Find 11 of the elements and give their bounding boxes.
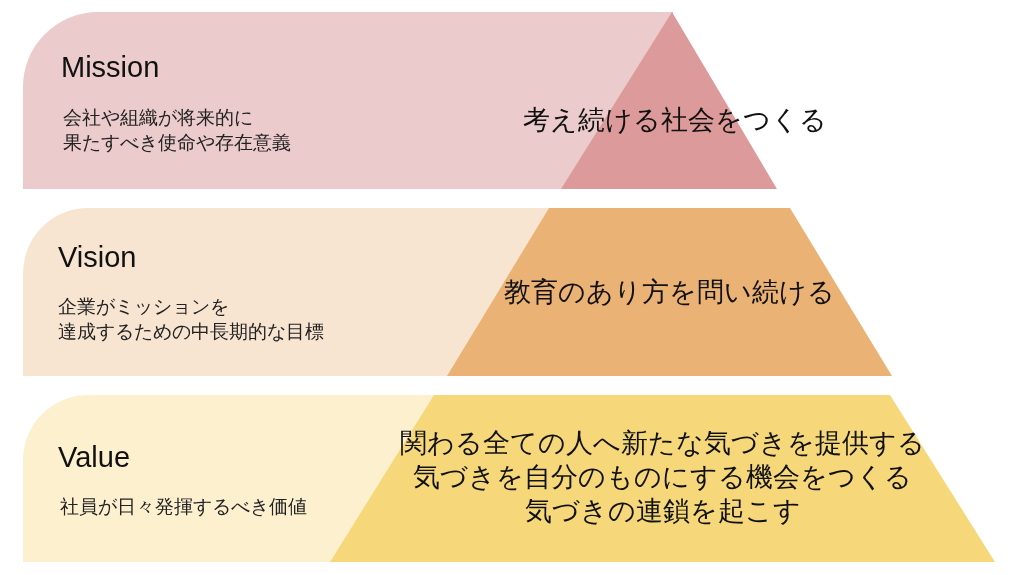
tier-statement: 考え続ける社会をつくる bbox=[523, 104, 827, 137]
tier-description: 社員が日々発揮するべき価値 bbox=[60, 495, 307, 519]
tier-statement: 気づきを自分のものにする機会をつくる bbox=[413, 461, 912, 494]
tier-statement: 教育のあり方を問い続ける bbox=[504, 276, 835, 309]
tier-heading: Mission bbox=[61, 53, 160, 82]
tier-description: 企業がミッションを達成するための中長期的な目標 bbox=[58, 295, 324, 344]
tier-statement: 気づきの連鎖を起こす bbox=[524, 495, 801, 528]
tier-statement: 関わる全ての人へ新たな気づきを提供する bbox=[400, 427, 925, 460]
tier-description: 会社や組織が将来的に果たすべき使命や存在意義 bbox=[63, 106, 291, 155]
tier-heading: Value bbox=[58, 443, 131, 472]
tier-heading: Vision bbox=[58, 243, 137, 272]
